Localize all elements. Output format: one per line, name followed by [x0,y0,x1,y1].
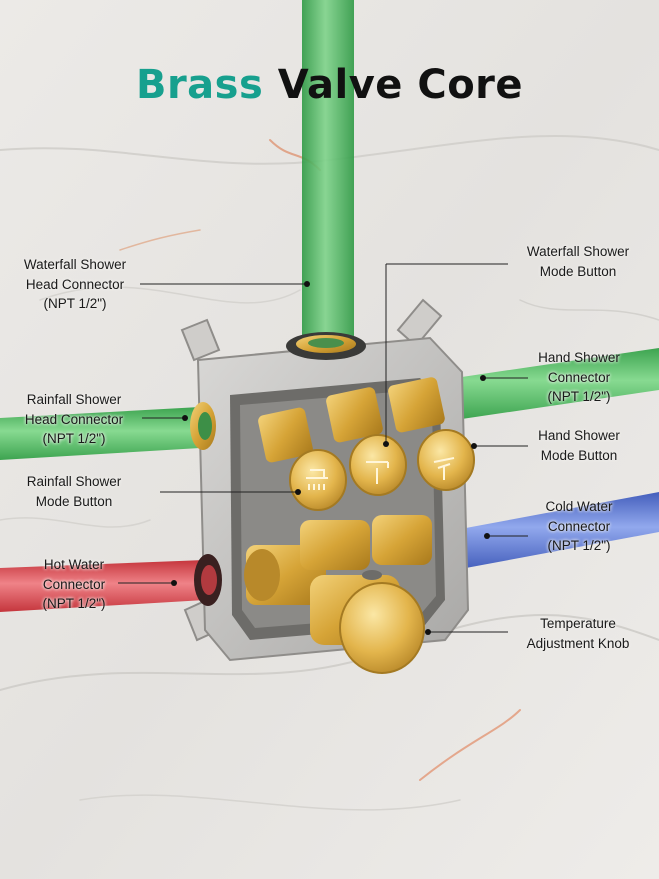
hot-outlet-brass [194,554,222,606]
title-rest: Valve Core [277,62,524,108]
temperature-knob-label: Temperature Adjustment Knob [526,616,630,651]
top-outlet [286,332,366,360]
hot-water-connector-label: Hot Water Connector (NPT 1/2") [42,557,106,611]
vertical-green-pipe [302,0,354,345]
right-green-pipe [455,348,659,420]
waterfall-mode-button-label: Waterfall Shower Mode Button [526,244,630,279]
blue-pipe [455,492,659,570]
left-green-pipe [0,407,200,460]
mode-buttons [258,377,475,511]
red-pipe [0,560,205,612]
cold-water-connector-label: Cold Water Connector (NPT 1/2") [545,499,613,553]
left-outlet-brass [190,402,216,450]
rainfall-mode-button-label: Rainfall Shower Mode Button [26,474,122,509]
marble-veins [0,134,659,811]
title-accent-word: Brass [135,62,264,108]
hand-shower-mode-button-label: Hand Shower Mode Button [538,428,620,463]
leader-dots [171,281,490,635]
leader-lines [118,263,528,633]
hand-shower-connector-label: Hand Shower Connector (NPT 1/2") [538,350,620,404]
page-title: Brass Valve Core [0,62,659,108]
waterfall-head-connector-label: Waterfall Shower Head Connector (NPT 1/2… [23,257,127,311]
rainfall-head-connector-label: Rainfall Shower Head Connector (NPT 1/2"… [24,392,124,446]
mixing-body [244,515,432,674]
